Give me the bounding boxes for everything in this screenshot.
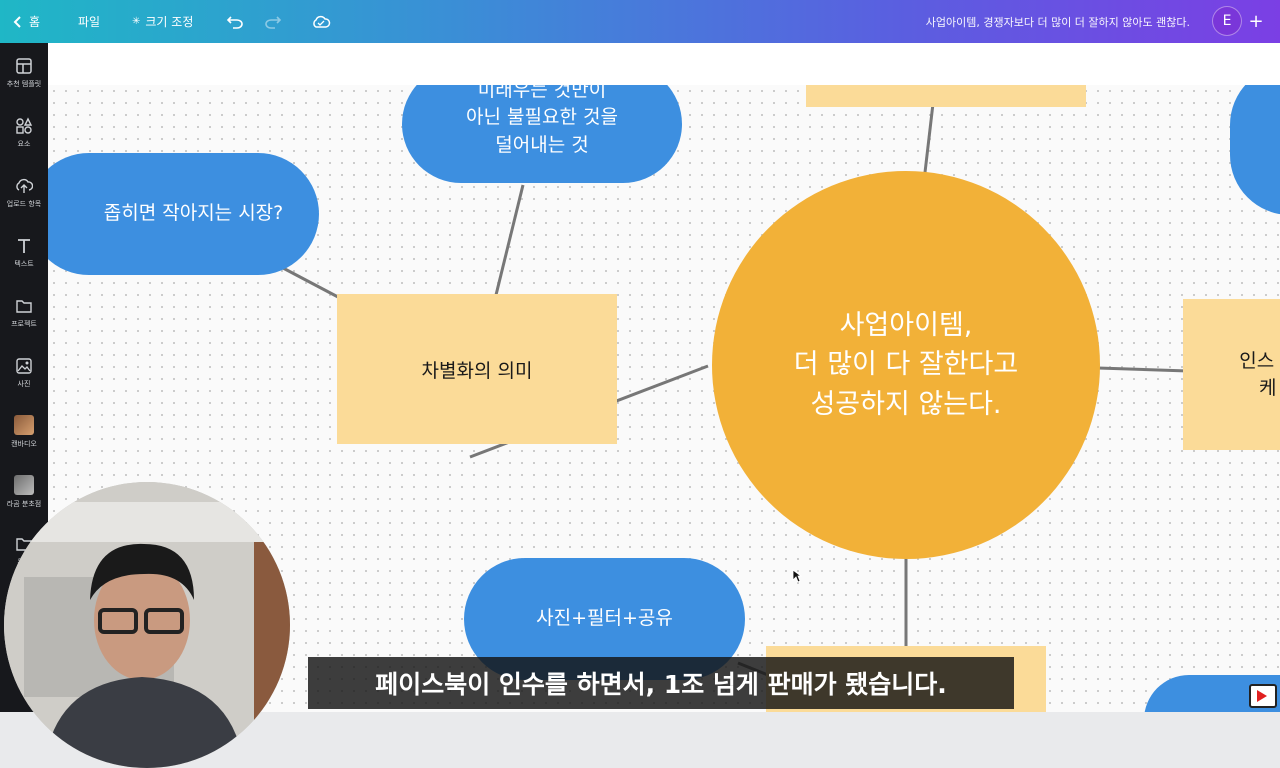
- subtitle-text: 페이스북이 인수를 하면서, 1조 넘게 판매가 됐습니다.: [375, 670, 947, 699]
- folder-icon: [16, 300, 32, 313]
- pill-top[interactable]: 미래우는 것만이 아닌 불필요한 것을 덜어내는 것: [402, 85, 682, 183]
- undo-button[interactable]: [226, 0, 244, 43]
- pill-left-text: 좁히면 작아지는 시장?: [103, 202, 284, 225]
- sidebar-item-elements[interactable]: 요소: [0, 117, 48, 149]
- sidebar-item-app-1[interactable]: 캔바디오: [0, 415, 48, 449]
- sidebar-label: 요소: [17, 140, 31, 148]
- sidebar-label: 추천 템플릿: [6, 80, 42, 88]
- connector-line: [494, 184, 525, 296]
- avatar-letter: E: [1222, 13, 1232, 29]
- document-title-text: 사업아이템, 경쟁자보다 더 많이 더 잘하지 않아도 괜찮다.: [925, 15, 1190, 29]
- cloud-save-button[interactable]: [311, 0, 331, 43]
- sparkle-icon: ✳: [132, 16, 141, 27]
- photo-icon: [16, 358, 32, 374]
- elements-icon: [16, 117, 33, 134]
- webcam-video: [4, 482, 290, 768]
- pill-left[interactable]: 좁히면 작아지는 시장?: [48, 153, 319, 275]
- sidebar-label: 캔바디오: [11, 440, 37, 448]
- central-topic-line: 더 많이 다 잘한다고: [793, 349, 1019, 381]
- sidebar-label: 사진: [17, 380, 31, 388]
- editor-topbar: 홈 파일 ✳ 크기 조정 사업아이템, 경쟁자보다 더 많이 더 잘하지 않아도…: [0, 0, 1280, 43]
- connector-line: [1097, 366, 1189, 373]
- central-topic-line: 사업아이템,: [839, 310, 973, 342]
- app-thumbnail: [14, 415, 34, 435]
- undo-icon: [226, 15, 243, 29]
- right-box-line: 케: [1259, 376, 1277, 399]
- page-header-strip: [48, 43, 1280, 85]
- sidebar-label: 텍스트: [14, 260, 34, 268]
- upload-icon: [16, 178, 33, 193]
- redo-button[interactable]: [264, 0, 282, 43]
- sidebar-item-templates[interactable]: 추천 템플릿: [0, 57, 48, 89]
- central-topic-line: 성공하지 않는다.: [810, 388, 1002, 420]
- resize-button[interactable]: ✳ 크기 조정: [132, 0, 193, 43]
- avatar[interactable]: E: [1212, 6, 1242, 36]
- differentiation-text: 차별화의 의미: [421, 359, 533, 382]
- redo-icon: [265, 15, 282, 29]
- sidebar-label: 프로젝트: [11, 320, 37, 328]
- channel-logo-icon: [1249, 684, 1277, 708]
- sidebar-item-uploads[interactable]: 업로드 항목: [0, 177, 48, 209]
- sidebar-item-app-2[interactable]: 라곰 분초점: [0, 475, 48, 509]
- template-icon: [16, 58, 32, 74]
- right-box-line: 인스: [1239, 349, 1275, 372]
- app-thumbnail: [14, 475, 34, 495]
- connector-line: [282, 266, 339, 299]
- chevron-left-icon: [13, 15, 21, 28]
- pill-top-line: 아닌 불필요한 것을: [466, 106, 618, 129]
- connector-line: [922, 94, 936, 182]
- home-label: 홈: [29, 15, 41, 29]
- right-yellow-box[interactable]: 인스 케: [1183, 299, 1280, 450]
- sidebar-label: 업로드 항목: [6, 200, 42, 208]
- differentiation-box[interactable]: 차별화의 의미: [337, 294, 617, 444]
- pill-top-line: 미래우는 것만이: [477, 85, 607, 101]
- sidebar-label: 라곰 분초점: [6, 500, 42, 508]
- sidebar-item-text[interactable]: 텍스트: [0, 237, 48, 269]
- text-icon: [18, 239, 30, 253]
- video-subtitle: 페이스북이 인수를 하면서, 1조 넘게 판매가 됐습니다.: [308, 657, 1014, 709]
- resize-label: 크기 조정: [145, 15, 194, 29]
- mouse-cursor-icon: [792, 569, 802, 583]
- sidebar-item-photos[interactable]: 사진: [0, 357, 48, 389]
- document-title[interactable]: 사업아이템, 경쟁자보다 더 많이 더 잘하지 않아도 괜찮다.: [926, 0, 1190, 43]
- pill-bottom-text: 사진+필터+공유: [536, 607, 673, 630]
- sidebar-item-projects[interactable]: 프로젝트: [0, 297, 48, 329]
- cloud-icon: [313, 15, 331, 28]
- file-label: 파일: [78, 15, 101, 29]
- file-menu[interactable]: 파일: [78, 0, 100, 43]
- home-button[interactable]: 홈: [12, 0, 40, 43]
- pill-top-line: 덜어내는 것: [495, 133, 589, 156]
- central-topic-circle[interactable]: 사업아이템, 더 많이 다 잘한다고 성공하지 않는다.: [712, 171, 1100, 559]
- presenter-video-frame: [4, 482, 290, 768]
- plus-icon: +: [1248, 10, 1264, 32]
- top-yellow-box[interactable]: [806, 85, 1086, 107]
- add-button[interactable]: +: [1242, 6, 1270, 36]
